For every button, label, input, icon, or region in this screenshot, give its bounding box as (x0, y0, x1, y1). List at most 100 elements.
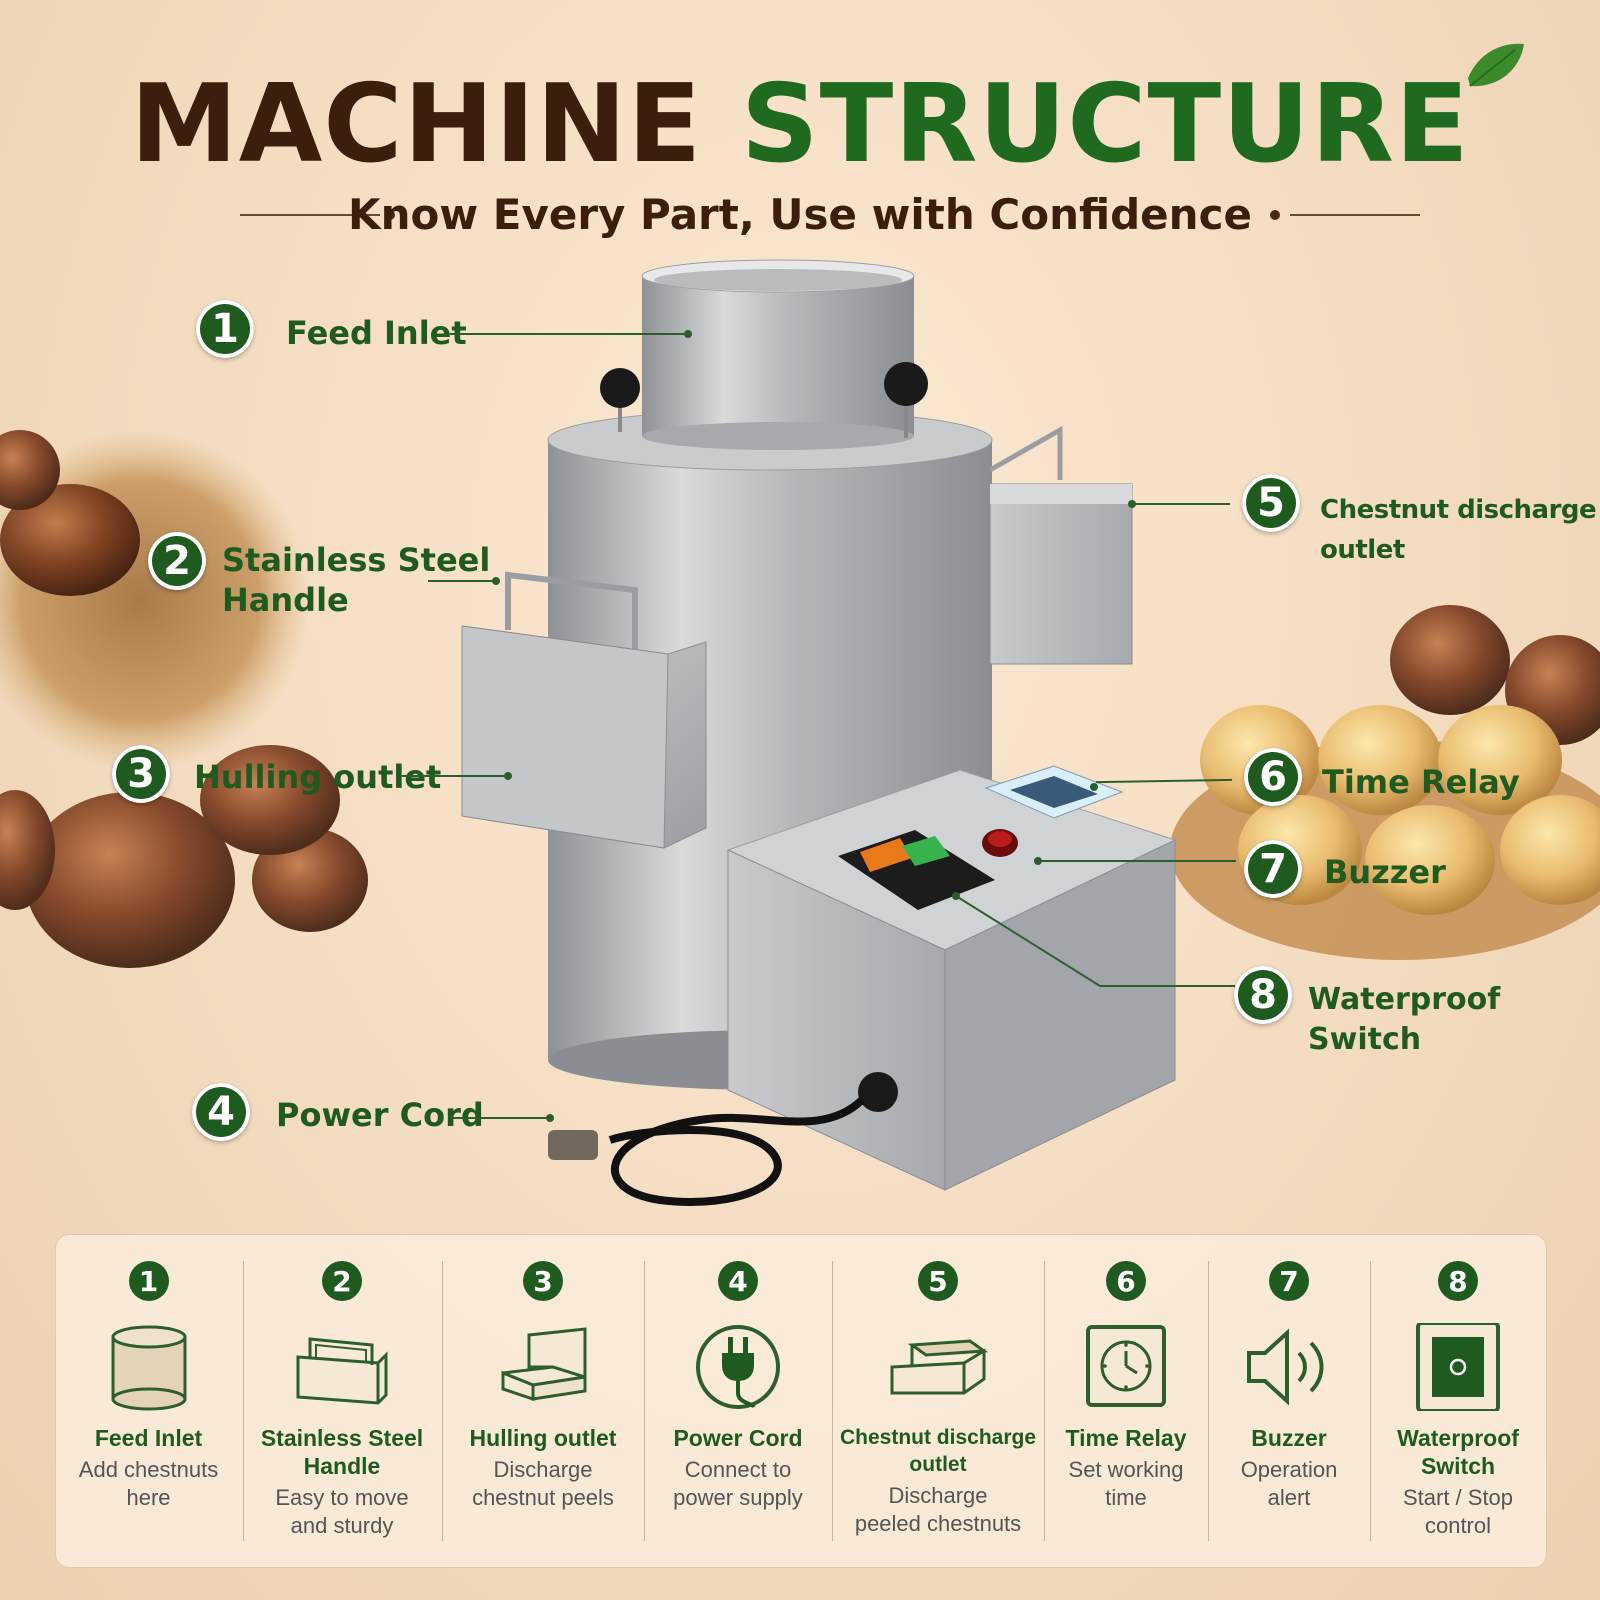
part-name: Power Cord (673, 1425, 803, 1451)
part-number: 6 (1106, 1261, 1146, 1301)
part-description: Add chestnuts here (56, 1456, 241, 1512)
callout-label-hulling-outlet: Hulling outlet (194, 758, 442, 796)
callout-label-feed-inlet: Feed Inlet (286, 314, 467, 352)
callout-dot-3 (504, 772, 512, 780)
callout-badge-5: 5 (1242, 474, 1300, 532)
callout-number: 7 (1259, 846, 1287, 892)
part-card-chestnut-discharge-outlet: 5 Chestnut discharge outlet Discharge pe… (833, 1235, 1043, 1567)
callout-badge-7: 7 (1244, 840, 1302, 898)
part-description: Operation alert (1209, 1456, 1369, 1512)
subtitle-container: Know Every Part, Use with Confidence (0, 190, 1600, 239)
part-description: Start / Stop control (1371, 1484, 1545, 1540)
subtitle-dot-left (385, 210, 395, 220)
callout-leader-3 (402, 775, 508, 777)
part-name-line: Stainless Steel (260, 1425, 424, 1451)
subtitle-rule-left (240, 214, 380, 216)
part-card-stainless-steel-handle: 2 Stainless Steel Handle Easy to move an… (244, 1235, 440, 1567)
callout-label-power-cord: Power Cord (276, 1096, 484, 1134)
switch-icon (1416, 1321, 1500, 1413)
part-description-line: Discharge (493, 1457, 593, 1482)
part-description-line: power supply (673, 1485, 803, 1510)
part-description-line: Set working (1068, 1457, 1184, 1482)
discharge-outlet-icon (890, 1339, 989, 1395)
part-name: Chestnut discharge outlet (833, 1424, 1043, 1478)
part-number: 7 (1269, 1261, 1309, 1301)
subtitle-dot-right (1270, 210, 1280, 220)
time-relay-part (984, 765, 1124, 819)
part-description: Set working time (1045, 1456, 1207, 1512)
part-name: Buzzer (1251, 1425, 1327, 1451)
callout-leader-8 (952, 892, 1235, 987)
part-description-line: time (1105, 1485, 1147, 1510)
part-name: Hulling outlet (469, 1425, 617, 1451)
part-name-line: outlet (909, 1453, 967, 1476)
power-cord-part (548, 1072, 898, 1206)
machine-illustration (461, 259, 1177, 1206)
plug-icon (696, 1325, 780, 1409)
part-description-line: Easy to move (275, 1485, 409, 1510)
part-number: 5 (918, 1261, 958, 1301)
subtitle: Know Every Part, Use with Confidence (348, 190, 1252, 239)
part-description-line: Operation (1240, 1457, 1338, 1482)
callout-number: 6 (1259, 754, 1287, 800)
feed-inlet-part (641, 259, 915, 450)
callout-label-waterproof-switch: Waterproof Switch (1308, 982, 1501, 1057)
part-name: Feed Inlet (94, 1425, 203, 1451)
part-description-line: alert (1267, 1485, 1311, 1510)
callout-badge-6: 6 (1244, 748, 1302, 806)
part-name-line: Switch (1420, 1453, 1496, 1479)
callout-number: 8 (1249, 972, 1277, 1018)
callout-dot-5 (1128, 500, 1136, 508)
clock-icon (1086, 1325, 1166, 1407)
title-word-machine: MACHINE (130, 62, 703, 187)
part-card-buzzer: 7 Buzzer Operation alert (1209, 1235, 1369, 1567)
part-card-feed-inlet: 1 Feed Inlet Add chestnuts here (56, 1235, 241, 1567)
part-description: Connect to power supply (645, 1456, 831, 1512)
callout-badge-2: 2 (148, 532, 206, 590)
part-name-line: Chestnut discharge (839, 1426, 1037, 1449)
panel-divider (1044, 1261, 1045, 1541)
part-number: 8 (1438, 1261, 1478, 1301)
subtitle-rule-right (1290, 214, 1420, 216)
callout-dot-7 (1034, 857, 1042, 865)
panel-divider (243, 1261, 244, 1541)
panel-divider (1208, 1261, 1209, 1541)
buzzer-part (982, 829, 1018, 857)
callout-leader-7 (1040, 860, 1236, 862)
callout-leader-1 (450, 333, 686, 335)
panel-divider (1370, 1261, 1371, 1541)
lid-knobs (600, 362, 928, 438)
callout-number: 5 (1257, 480, 1285, 526)
hulling-outlet-icon (501, 1327, 587, 1402)
page-title: MACHINE STRUCTURE (0, 62, 1600, 187)
panel-divider (832, 1261, 833, 1541)
part-description-line: Add chestnuts (78, 1457, 219, 1482)
callout-label-chestnut-discharge-outlet: Chestnut discharge outlet (1320, 495, 1597, 565)
part-description: Discharge peeled chestnuts (833, 1482, 1043, 1538)
part-card-waterproof-switch: 8 Waterproof Switch Start / Stop control (1371, 1235, 1545, 1567)
part-number: 1 (128, 1261, 169, 1301)
speaker-icon (1247, 1328, 1324, 1406)
part-name: Waterproof Switch (1371, 1424, 1545, 1480)
part-name: Time Relay (1065, 1425, 1187, 1451)
cylinder-icon (111, 1325, 186, 1411)
callout-dot-4 (546, 1114, 554, 1122)
callout-leader-5 (1134, 503, 1230, 505)
callout-dot-1 (684, 330, 692, 338)
callout-label-line: Stainless Steel (222, 541, 491, 579)
callout-label-stainless-steel-handle: Stainless Steel Handle (222, 540, 490, 620)
chestnuts-left (0, 430, 368, 968)
part-description: Discharge chestnut peels (443, 1456, 643, 1512)
callout-label-time-relay: Time Relay (1322, 763, 1520, 801)
part-description-line: Discharge (888, 1483, 988, 1508)
part-name-line: Waterproof (1397, 1425, 1519, 1451)
handle-icon (296, 1337, 388, 1405)
part-card-power-cord: 4 Power Cord Connect to power supply (645, 1235, 831, 1567)
panel-divider (644, 1261, 645, 1541)
part-description-line: and sturdy (290, 1513, 394, 1538)
callout-number: 4 (207, 1089, 235, 1135)
part-number: 2 (322, 1261, 362, 1301)
callout-label-line: Handle (222, 581, 349, 619)
callout-number: 2 (163, 538, 191, 584)
part-number: 3 (523, 1261, 563, 1301)
